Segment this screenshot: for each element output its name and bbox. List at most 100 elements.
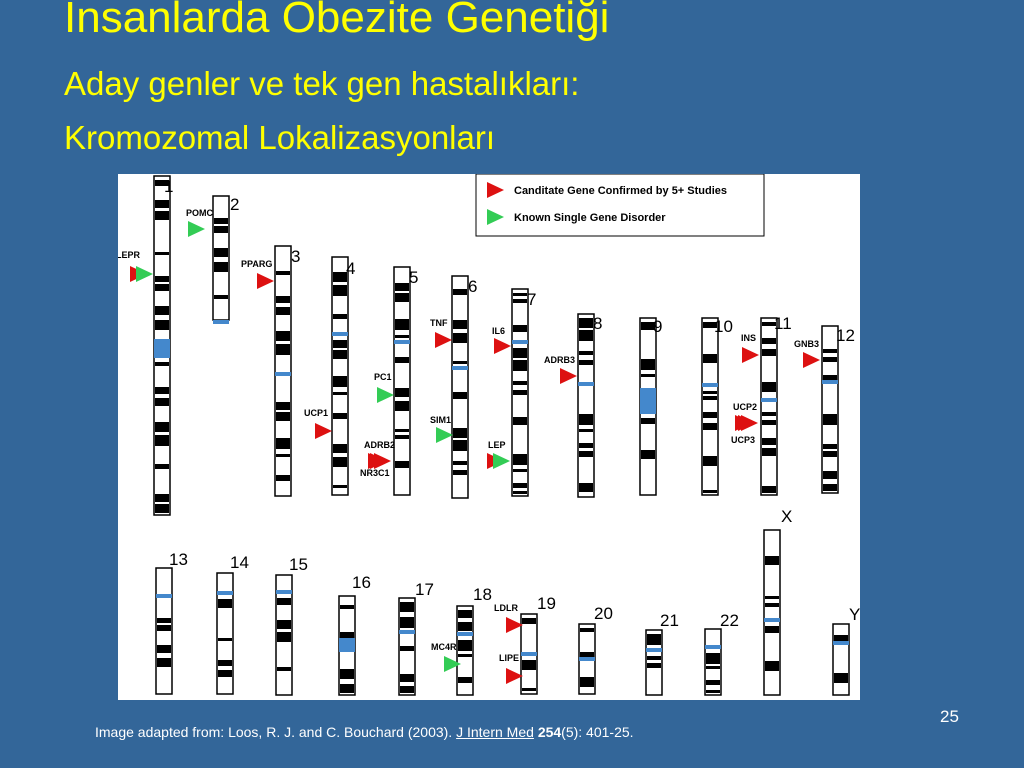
chromosome-band — [155, 398, 169, 406]
chromosome-band — [453, 333, 467, 343]
chromosome-map-figure: Canditate Gene Confirmed by 5+ Studies K… — [118, 174, 860, 700]
chromosome-band — [458, 622, 472, 631]
red-triangle-icon — [494, 338, 511, 354]
chromosome-band — [333, 285, 347, 296]
chromosome-label: 19 — [537, 594, 556, 613]
chromosome-band — [155, 387, 169, 394]
chromosome-label: 10 — [714, 317, 733, 336]
red-triangle-icon — [506, 668, 523, 684]
chromosome-band — [647, 663, 661, 668]
gene-marker-lep: LEP — [487, 440, 510, 469]
chromosome-band — [641, 322, 655, 330]
page-number: 25 — [940, 707, 959, 726]
green-triangle-icon — [487, 209, 504, 225]
chromosome-band — [453, 440, 467, 451]
red-triangle-icon — [370, 453, 387, 469]
chromosome-band — [703, 456, 717, 466]
chromosome-band — [706, 666, 720, 669]
chromosome-band — [400, 617, 414, 628]
chromosome-label: 4 — [346, 259, 355, 278]
chromosome-band — [340, 632, 354, 639]
centromere — [339, 638, 355, 652]
chromosome-band — [400, 646, 414, 651]
chromosome-band — [823, 375, 837, 382]
chromosome-band — [453, 392, 467, 399]
gene-marker-pomc: POMC — [186, 208, 214, 237]
chromosome-label: X — [781, 507, 792, 526]
chromosome-band — [579, 360, 593, 365]
chromosome-band — [276, 402, 290, 410]
chromosome-body — [832, 623, 850, 696]
chromosome-body — [577, 313, 595, 498]
gene-marker-ldlr: LDLR — [494, 603, 523, 633]
chromosome-band — [395, 357, 409, 363]
chromosome-band — [706, 680, 720, 685]
centromere — [154, 339, 170, 358]
centromere — [646, 648, 662, 652]
chromosome-band — [155, 211, 169, 220]
chromosome-16: 16 — [338, 573, 371, 696]
centromere — [452, 366, 468, 370]
gene-label: PPARG — [241, 259, 272, 269]
gene-label: UCP3 — [731, 435, 755, 445]
chromosome-label: 6 — [468, 277, 477, 296]
centromere — [640, 388, 656, 414]
chromosome-band — [522, 688, 536, 691]
chromosome-band — [703, 412, 717, 418]
journal-link[interactable]: J Intern Med — [456, 724, 534, 740]
chromosome-band — [333, 340, 347, 348]
centromere — [275, 372, 291, 376]
chromosome-band — [579, 318, 593, 328]
gene-label: IL6 — [492, 326, 505, 336]
chromosome-band — [277, 620, 291, 629]
chromosome-band — [513, 491, 527, 494]
slide-subtitle-line-2: Kromozomal Lokalizasyonları — [64, 119, 496, 156]
chromosome-label: 17 — [415, 580, 434, 599]
chromosome-band — [703, 396, 717, 400]
centromere — [332, 332, 348, 336]
chromosome-band — [823, 484, 837, 491]
centromere — [764, 618, 780, 622]
chromosome-band — [823, 444, 837, 449]
chromosome-label: 15 — [289, 555, 308, 574]
chromosome-band — [458, 610, 472, 618]
chromosome-band — [765, 661, 779, 671]
chromosome-band — [513, 325, 527, 332]
chromosome-14: 14 — [216, 553, 249, 695]
chromosome-band — [218, 660, 232, 666]
chromosome-band — [395, 435, 409, 439]
green-triangle-icon — [377, 387, 394, 403]
chromosome-band — [580, 628, 594, 632]
chromosome-band — [155, 200, 169, 208]
centromere — [457, 632, 473, 636]
chromosome-band — [762, 448, 776, 456]
chromosome-band — [762, 486, 776, 493]
green-triangle-icon — [136, 266, 153, 282]
gene-marker-sim1: SIM1 — [430, 415, 453, 443]
chromosome-band — [762, 322, 776, 326]
chromosome-band — [522, 660, 536, 670]
gene-label: NR3C1 — [360, 468, 390, 478]
chromosome-12: 12 — [821, 325, 855, 494]
gene-marker-gnb3: GNB3 — [794, 339, 820, 368]
chromosome-band — [513, 483, 527, 488]
chromosome-band — [762, 382, 776, 392]
chromosome-map: Canditate Gene Confirmed by 5+ Studies K… — [118, 174, 860, 696]
centromere — [705, 645, 721, 649]
green-triangle-icon — [493, 453, 510, 469]
chromosome-label: 11 — [774, 314, 792, 333]
red-triangle-icon — [487, 182, 504, 198]
chromosome-band — [155, 276, 169, 282]
gene-marker-pc1: PC1 — [374, 372, 394, 403]
centromere — [521, 652, 537, 656]
chromosome-band — [458, 677, 472, 683]
chromosome-band — [333, 444, 347, 453]
chromosome-band — [333, 457, 347, 467]
chromosome-band — [214, 262, 228, 272]
gene-label: UCP2 — [733, 402, 757, 412]
chromosome-label: 13 — [169, 550, 188, 569]
chromosome-body — [763, 529, 781, 696]
chromosome-band — [155, 180, 169, 186]
citation-text: Image adapted from: Loos, R. J. and C. B… — [95, 724, 457, 740]
chromosome-band — [522, 618, 536, 624]
